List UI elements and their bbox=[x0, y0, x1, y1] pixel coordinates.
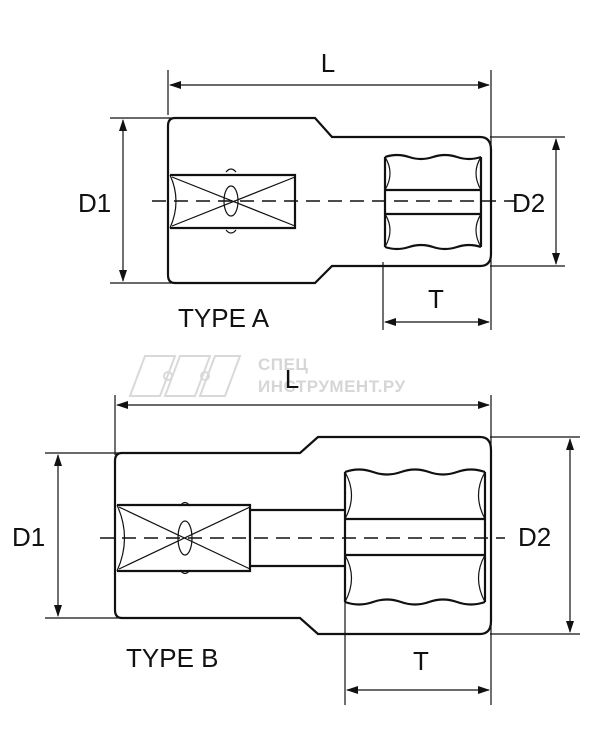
type-a-head-top-wave bbox=[384, 153, 482, 161]
watermark: СПЕЦ ИНСТРУМЕНТ.РУ bbox=[128, 355, 406, 397]
type-b-ball-bottom bbox=[179, 569, 191, 575]
type-b-length-label: L bbox=[285, 364, 299, 394]
type-b-cross-2 bbox=[118, 506, 251, 570]
type-a-cross-2 bbox=[171, 176, 296, 227]
type-a-d1-label: D1 bbox=[78, 188, 111, 218]
watermark-line-2: ИНСТРУМЕНТ.РУ bbox=[258, 377, 406, 396]
type-a-drawing: L D1 D2 T TYPE A bbox=[78, 48, 565, 333]
watermark-line-1: СПЕЦ bbox=[258, 355, 308, 374]
type-b-head-bottom-wave bbox=[344, 598, 486, 606]
watermark-logo bbox=[128, 355, 242, 397]
type-a-t-label: T bbox=[428, 284, 444, 314]
type-a-head-flutes bbox=[384, 156, 482, 248]
type-b-drawing: L D1 D2 T TYPE B bbox=[12, 364, 580, 705]
type-b-d1-label: D1 bbox=[12, 522, 45, 552]
type-b-drive-square bbox=[117, 503, 252, 573]
type-a-ball-bottom bbox=[225, 229, 237, 234]
type-b-title: TYPE B bbox=[126, 643, 218, 673]
type-a-d2-label: D2 bbox=[512, 188, 545, 218]
type-a-ball-top bbox=[225, 168, 237, 173]
type-b-t-label: T bbox=[413, 646, 429, 676]
type-a-title: TYPE A bbox=[178, 303, 270, 333]
type-b-ball-top bbox=[179, 501, 191, 507]
type-a-length-label: L bbox=[321, 48, 335, 78]
type-b-head-flutes bbox=[344, 471, 486, 603]
type-b-socket-body bbox=[113, 435, 493, 636]
type-b-d2-label: D2 bbox=[518, 522, 551, 552]
type-a-head-bottom-wave bbox=[384, 243, 482, 251]
type-b-head-top-wave bbox=[344, 468, 486, 476]
type-a-socket-body bbox=[166, 116, 493, 285]
